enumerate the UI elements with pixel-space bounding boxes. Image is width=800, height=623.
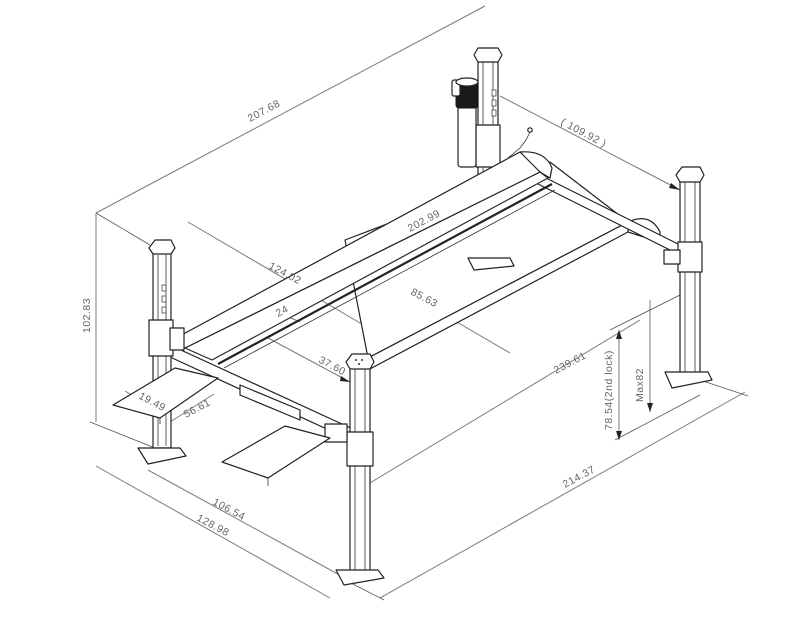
label-rear-width: ( 109.92 ): [559, 116, 609, 150]
lift-structure: [112, 47, 713, 586]
right-ramp: [221, 425, 331, 486]
label-max-height: Max82: [634, 368, 646, 402]
label-post-offset: 37.60: [317, 354, 348, 378]
label-base-length: 214.37: [561, 464, 598, 491]
left-ramp: [112, 367, 219, 424]
rear-right-post: [663, 166, 713, 389]
label-inner-width: 106.54: [211, 496, 248, 523]
front-right-post: [324, 353, 385, 586]
label-outer-width: 128.98: [195, 512, 232, 539]
label-overall-length-top: 207.68: [246, 98, 283, 125]
label-overall-length-side: 239.61: [552, 350, 589, 377]
label-runway-gap: 24: [274, 303, 291, 320]
hydraulic-power-unit: [451, 77, 479, 168]
left-runway: [175, 151, 556, 369]
label-overall-height: 102.83: [81, 298, 93, 333]
rear-left-base-plate: [467, 257, 515, 271]
label-lock-height: 78.54(2nd lock): [603, 350, 615, 430]
